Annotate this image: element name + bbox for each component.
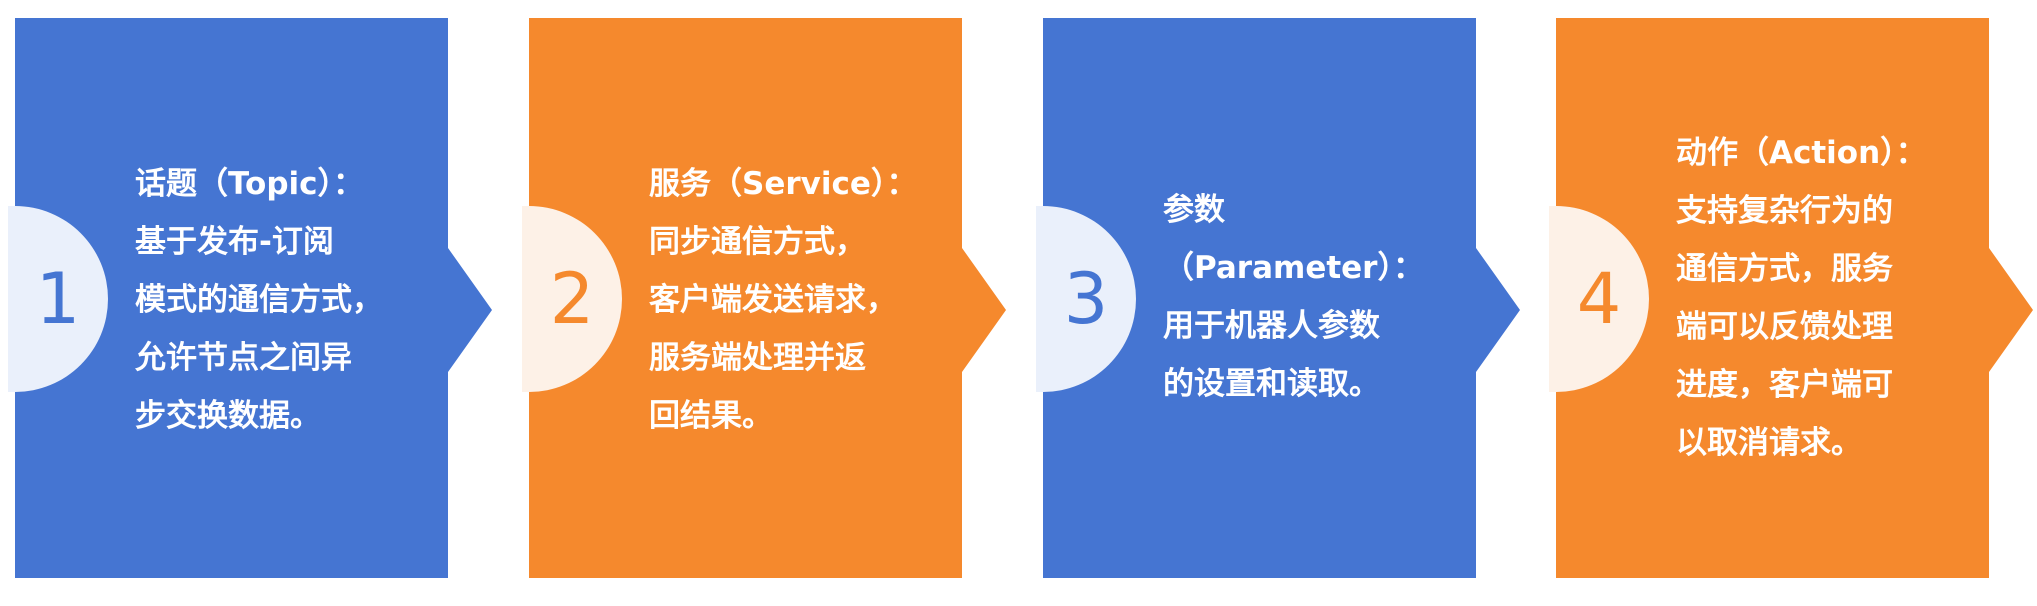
arrow-right-icon [1476, 248, 1520, 372]
step-description: 服务（Service）： 同步通信方式， 客户端发送请求， 服务端处理并返 回结… [649, 166, 918, 434]
step-card-topic: 1 话题（Topic）： 基于发布-订阅 模式的通信方式， 允许节点之间异 步交… [8, 18, 492, 578]
step-card-parameter: 3 参数 （Parameter）： 用于机器人参数 的设置和读取。 [1036, 18, 1520, 578]
arrow-right-icon [448, 248, 492, 372]
arrow-right-icon [1989, 248, 2033, 372]
arrow-right-icon [962, 248, 1006, 372]
step-card-action: 4 动作（Action）： 支持复杂行为的 通信方式，服务 端可以反馈处理 进度… [1549, 18, 2033, 578]
step-description: 动作（Action）： 支持复杂行为的 通信方式，服务 端可以反馈处理 进度，客… [1676, 135, 1927, 461]
step-description: 参数 （Parameter）： 用于机器人参数 的设置和读取。 [1163, 192, 1424, 402]
step-card-service: 2 服务（Service）： 同步通信方式， 客户端发送请求， 服务端处理并返 … [522, 18, 1006, 578]
step-description: 话题（Topic）： 基于发布-订阅 模式的通信方式， 允许节点之间异 步交换数… [135, 166, 383, 434]
